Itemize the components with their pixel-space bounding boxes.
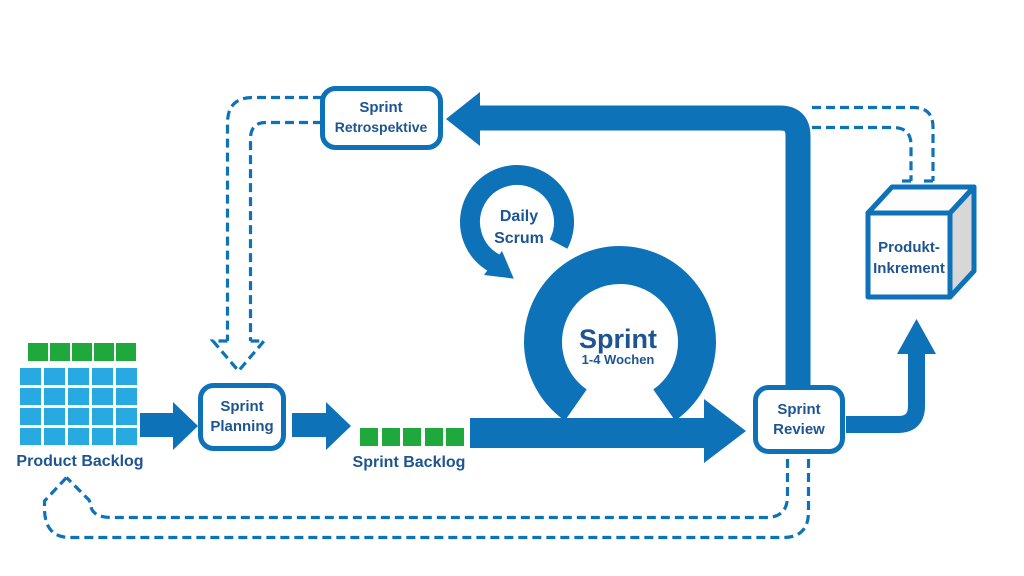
sprint-label: Sprint	[579, 324, 657, 354]
product-backlog-green-row	[28, 343, 136, 361]
arrow-backlog-to-planning-icon	[140, 402, 198, 450]
daily-scrum-arrowhead	[483, 251, 514, 279]
dashed-arrow-review-to-backlog	[42, 459, 811, 540]
arrow-review-to-retrospective-icon	[446, 92, 811, 388]
product-increment-label-line2: Inkrement	[873, 260, 945, 277]
sprint-backlog-squares	[360, 428, 464, 446]
daily-scrum-label-line1: Daily	[500, 208, 538, 225]
sprint-review-box	[753, 385, 845, 454]
sprint-loop-ring	[524, 246, 716, 421]
product-increment-cube-icon	[865, 184, 977, 300]
sprint-backlog-label: Sprint Backlog	[353, 454, 466, 471]
daily-scrum-loop-icon	[460, 165, 574, 279]
sprint-review-label-line2: Review	[773, 421, 825, 438]
sprint-planning-label-line2: Planning	[210, 418, 273, 435]
sprint-review-label-line1: Sprint	[777, 401, 820, 418]
dashed-arrow-retrospective-to-planning	[209, 95, 322, 374]
arrow-review-to-increment-icon	[846, 319, 936, 433]
product-increment-label-line1: Produkt-	[878, 239, 940, 256]
arrow-planning-to-backlog-icon	[292, 402, 351, 450]
daily-scrum-label-line2: Scrum	[494, 230, 544, 247]
sprint-retrospective-label-line1: Sprint	[359, 99, 402, 116]
product-backlog-blue-grid	[20, 368, 137, 445]
sprint-duration-label: 1-4 Wochen	[582, 352, 655, 367]
sprint-retrospective-box	[320, 86, 443, 150]
sprint-planning-box	[198, 383, 286, 451]
sprint-loop-arrow-icon	[470, 246, 746, 463]
product-backlog-grid	[20, 343, 137, 445]
product-backlog-label: Product Backlog	[16, 453, 143, 470]
dashed-path-to-increment	[812, 105, 935, 183]
sprint-retrospective-label-line2: Retrospektive	[335, 119, 428, 135]
sprint-planning-label-line1: Sprint	[220, 398, 263, 415]
